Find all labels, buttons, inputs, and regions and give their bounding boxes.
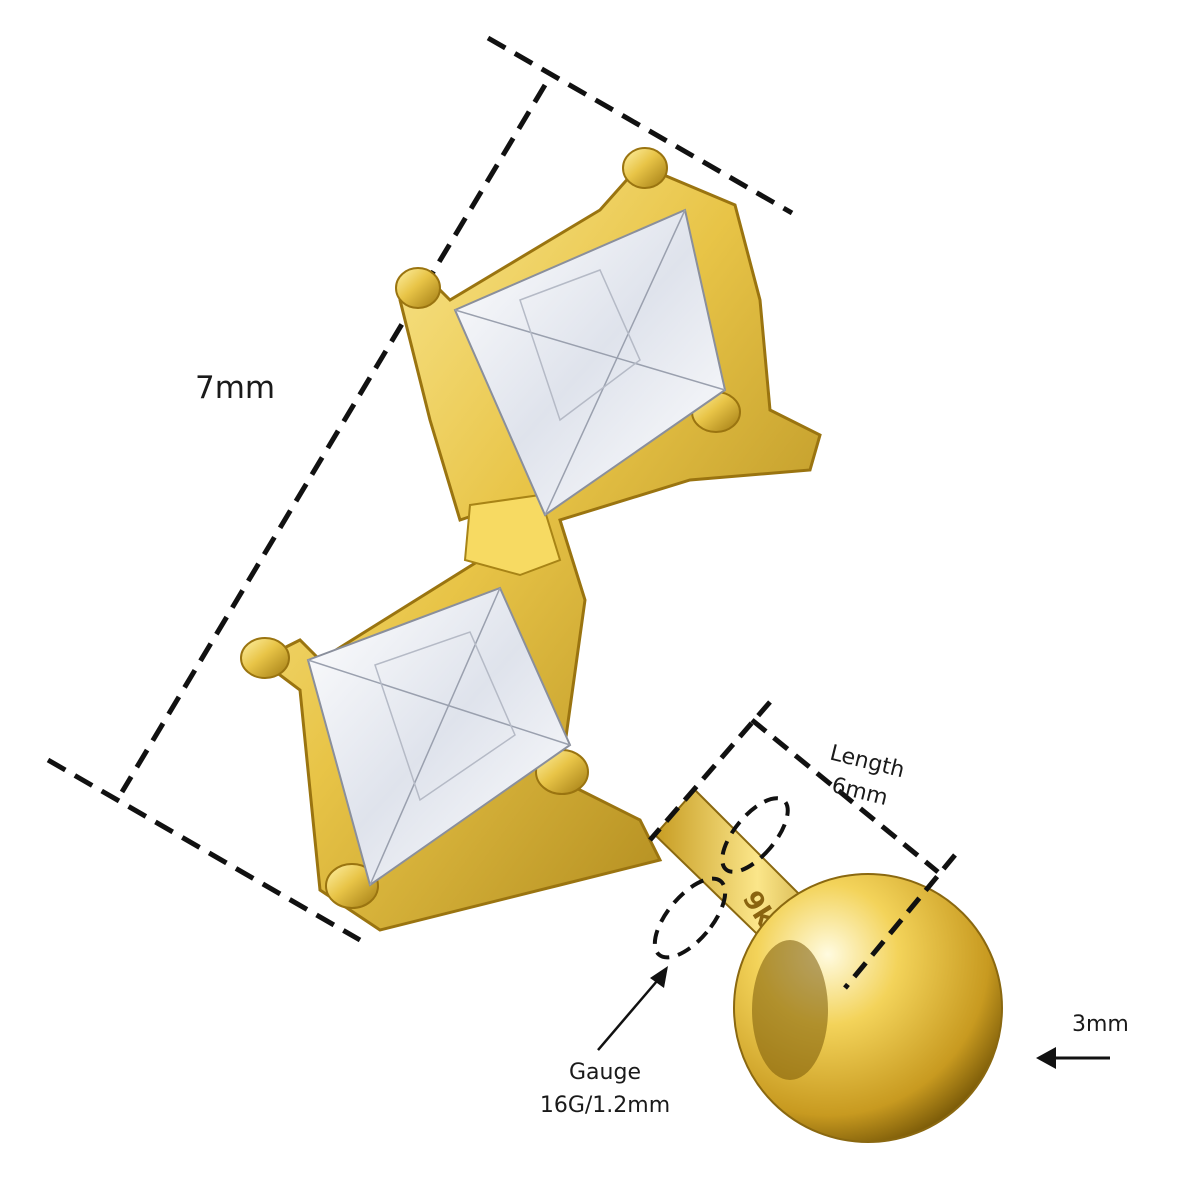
prong <box>622 147 668 189</box>
gauge-value: 16G/1.2mm <box>539 1093 671 1118</box>
gauge-title: Gauge <box>569 1060 641 1085</box>
upper-stone <box>453 208 727 517</box>
gauge-label: Gauge 16G/1.2mm <box>510 1056 700 1122</box>
prong <box>325 863 379 909</box>
prong <box>395 267 441 309</box>
gauge-arrow <box>597 966 668 1051</box>
lower-stone <box>306 586 572 887</box>
ball-arrow <box>1036 1047 1110 1069</box>
ball-size-label: 3mm <box>1072 1012 1129 1037</box>
gauge-indicator <box>652 796 790 960</box>
height-label: 7mm <box>195 370 276 406</box>
length-dimension <box>648 700 957 990</box>
prong <box>240 637 290 679</box>
height-dimension <box>46 35 794 943</box>
setting-frame <box>240 147 822 932</box>
